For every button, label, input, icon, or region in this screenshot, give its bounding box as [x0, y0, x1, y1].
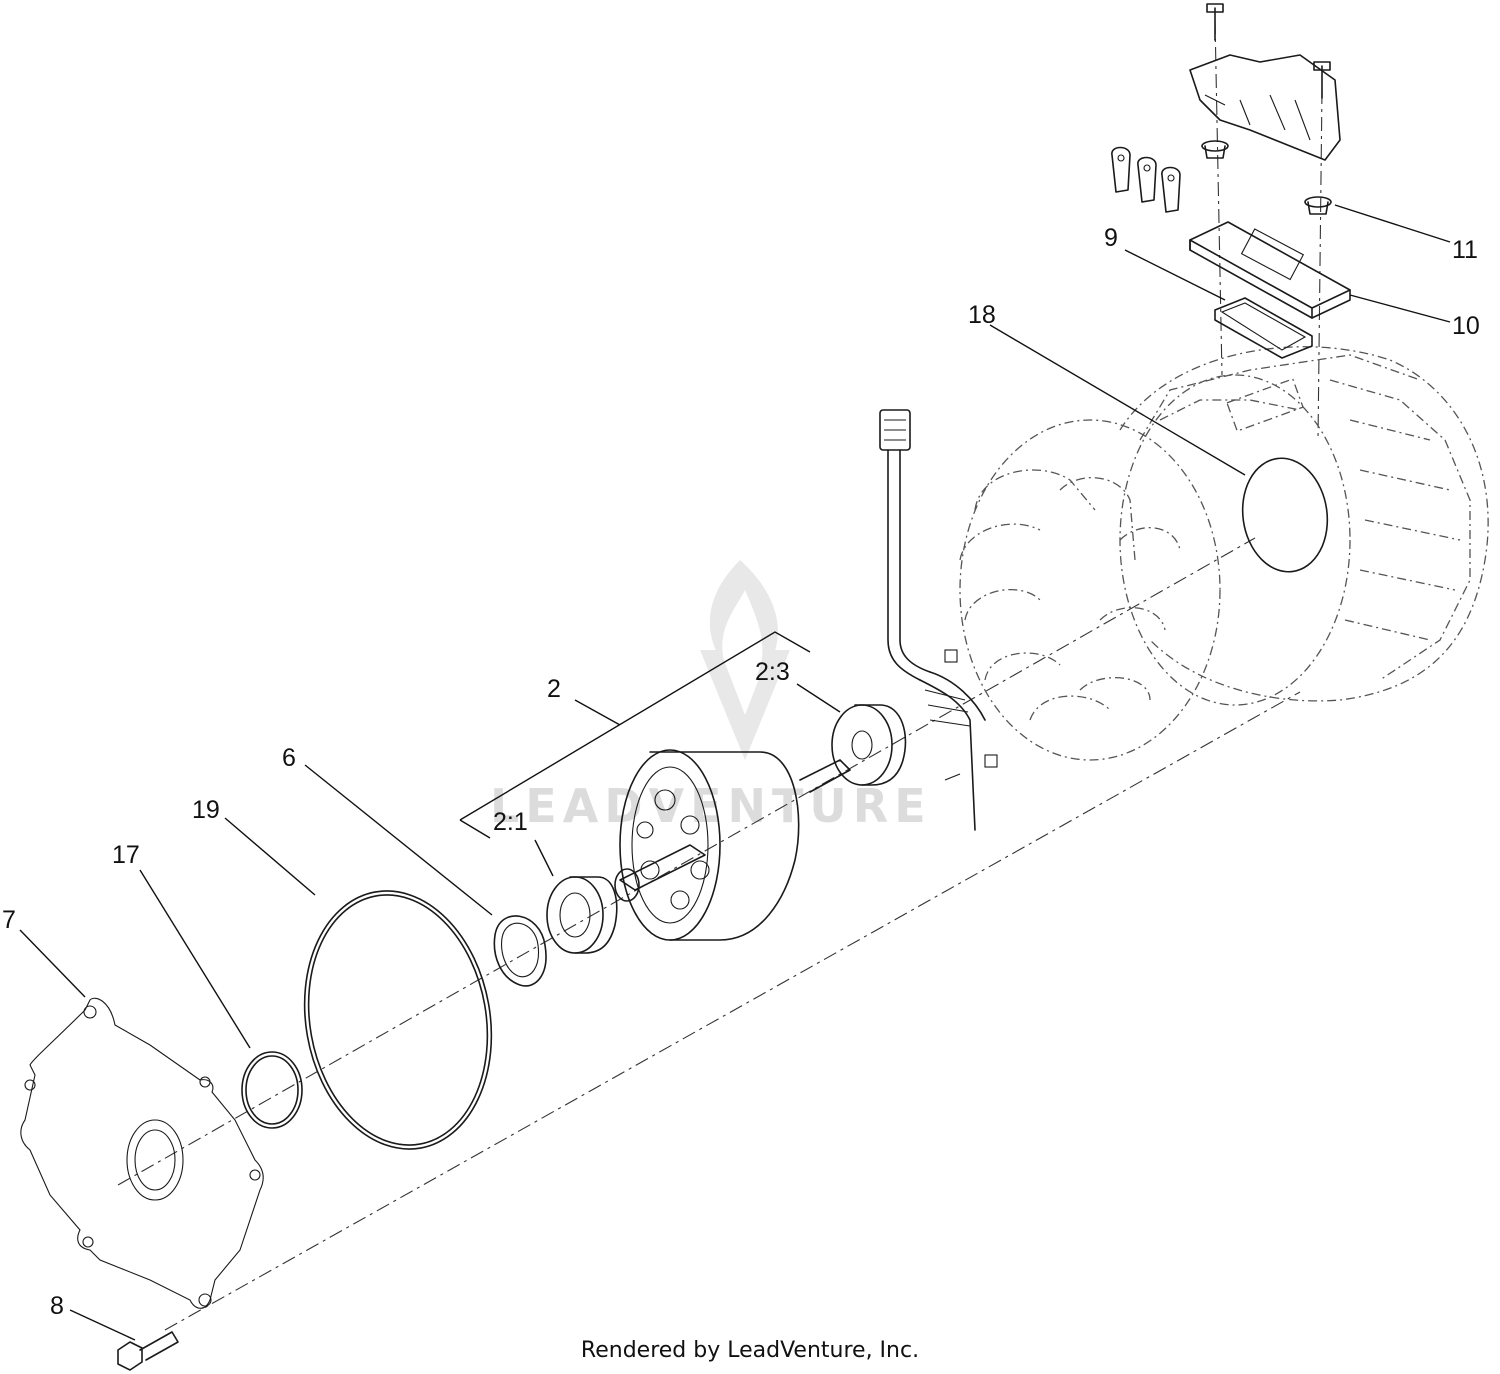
watermark-text: LEADVENTURE [490, 779, 932, 833]
callout-6: 6 [282, 744, 296, 772]
gasket-9 [1214, 297, 1313, 359]
o-ring-19 [303, 890, 493, 1150]
callout-2-1: 2:1 [493, 808, 528, 836]
ring-terminals [1111, 146, 1181, 213]
bearing-2-3 [831, 704, 907, 786]
end-cover [20, 997, 264, 1309]
bracket-2 [459, 631, 811, 839]
callout-leaders [19, 204, 1451, 1341]
spacer-6 [493, 915, 547, 987]
callout-10: 10 [1452, 312, 1480, 340]
footer-credit: Rendered by LeadVenture, Inc. [580, 1338, 920, 1363]
callout-11: 11 [1452, 236, 1478, 264]
wire-harness [879, 409, 998, 831]
assembly-axes [117, 19, 1323, 1331]
grommet-11 [1304, 196, 1332, 215]
callout-labels: 11 9 10 18 2 2:3 2:1 6 19 17 7 8 [2, 224, 1480, 1320]
bolt-8 [117, 1331, 179, 1371]
watermark: LEADVENTURE [490, 560, 932, 833]
callout-18: 18 [968, 301, 996, 329]
callout-8: 8 [50, 1292, 64, 1320]
terminal-plate-10 [1189, 221, 1351, 319]
callout-7: 7 [2, 906, 16, 934]
rotor [614, 749, 851, 941]
grommet-left [1201, 140, 1229, 159]
callout-17: 17 [112, 841, 140, 869]
o-ring-18 [1241, 457, 1329, 573]
stator-housing [959, 346, 1489, 761]
callout-2: 2 [547, 675, 561, 703]
o-ring-17 [241, 1051, 303, 1129]
terminal-block [1189, 3, 1341, 161]
callout-2-3: 2:3 [755, 658, 790, 686]
callout-19: 19 [192, 796, 220, 824]
bearing-2-1 [546, 876, 618, 954]
callout-9: 9 [1104, 224, 1118, 252]
